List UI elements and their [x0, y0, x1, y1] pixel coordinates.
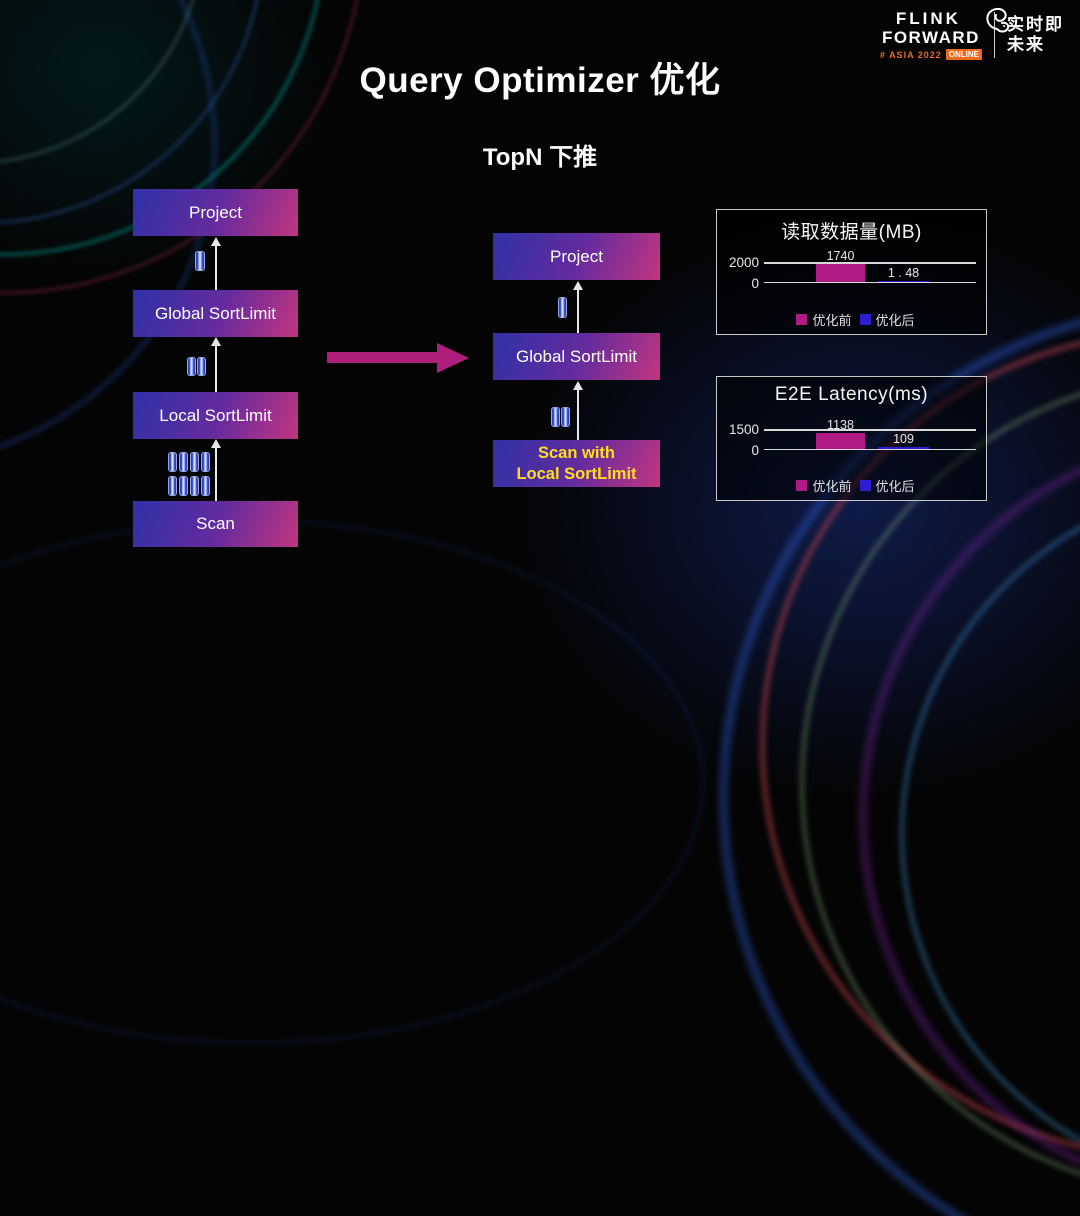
brand-name-line1: FLINK [895, 9, 961, 28]
brand-slogan: 实时即 未来 [1007, 15, 1064, 56]
chart-plot-area: 2000 0 1740 1 . 48 [729, 249, 976, 291]
bar-before-optimization [816, 263, 865, 282]
brand-slogan-line1: 实时即 [1007, 14, 1064, 34]
plan-node-label-line2: Local SortLimit [516, 464, 637, 483]
bar-after-optimization [878, 447, 929, 449]
brand-edition-row: # ASIA 2022 ONLINE [879, 49, 982, 61]
data-chunk-icon [195, 251, 205, 271]
transform-arrow-icon [327, 342, 469, 373]
bar-value-label: 109 [893, 432, 914, 447]
plan-node-label: Scan [196, 514, 235, 533]
plan-node-label: Project [189, 202, 242, 222]
gridline-bottom [764, 448, 976, 450]
flow-arrow-up-icon [211, 439, 221, 501]
data-chunk-icon [197, 357, 206, 376]
data-chunk-icon [168, 476, 177, 496]
background-streak [900, 480, 1080, 1188]
brand-edition-label: # ASIA 2022 [879, 49, 942, 60]
plan-node-global-sortlimit-before: Global SortLimit [133, 290, 298, 337]
chart-read-volume: 读取数据量(MB) 2000 0 1740 1 . 48 优化前 优化后 [716, 209, 987, 335]
y-axis-tick-zero: 0 [751, 276, 759, 291]
slide-subtitle: TopN 下推 [482, 144, 598, 171]
plan-node-label-line1: Scan with [537, 443, 615, 462]
legend-label-before: 优化前 [812, 313, 852, 328]
data-chunk-icon [168, 452, 177, 472]
plan-node-scan-with-local-sortlimit: Scan with Local SortLimit [493, 440, 660, 487]
legend-swatch-before [796, 314, 808, 325]
bar-value-label: 1 . 48 [887, 266, 920, 280]
data-chunk-icon [558, 297, 567, 318]
flink-forward-wordmark: FLINK FORWARD # ASIA 2022 ONLINE [879, 8, 1010, 61]
data-chunk-icon [190, 476, 199, 496]
data-chunk-icon [561, 407, 570, 427]
gridline-bottom [764, 281, 976, 283]
plan-node-label: Local SortLimit [159, 405, 272, 425]
plan-node-project-after: Project [493, 233, 660, 280]
brand-name-line2: FORWARD [881, 27, 980, 47]
chart-e2e-latency: E2E Latency(ms) 1500 0 1138 109 优化前 优化后 [716, 376, 987, 501]
slide-title: Query Optimizer 优化 [359, 61, 721, 100]
data-chunk-icon [179, 452, 188, 472]
plan-node-scan-before: Scan [133, 501, 298, 547]
background-streak [0, 520, 704, 1044]
y-axis-tick-max: 2000 [728, 255, 759, 270]
data-chunk-icon [187, 357, 196, 376]
flow-arrow-up-icon [573, 281, 583, 333]
flink-forward-logo: FLINK FORWARD # ASIA 2022 ONLINE 实时即 未来 [879, 8, 1064, 61]
data-chunk-icon [551, 407, 560, 427]
chart-title: E2E Latency(ms) [774, 384, 929, 405]
plan-node-label: Global SortLimit [155, 303, 276, 323]
bar-value-label: 1740 [826, 248, 855, 263]
bar-value-label: 1138 [827, 418, 854, 433]
data-chunk-icon [201, 476, 210, 496]
data-chunk-icon [179, 476, 188, 496]
chart-plot-area: 1500 0 1138 109 [729, 418, 976, 458]
flow-arrow-up-icon [211, 237, 221, 290]
legend-label-after: 优化后 [875, 313, 915, 328]
data-chunk-icon [190, 452, 199, 472]
chart-title: 读取数据量(MB) [781, 222, 922, 243]
plan-node-global-sortlimit-after: Global SortLimit [493, 333, 660, 380]
plan-node-local-sortlimit-before: Local SortLimit [133, 392, 298, 439]
plan-node-label: Global SortLimit [516, 346, 637, 366]
online-badge: ONLINE [945, 49, 982, 61]
legend-label-before: 优化前 [812, 479, 852, 494]
chart-legend: 优化前 优化后 [717, 310, 986, 329]
plan-node-project-before: Project [133, 189, 298, 236]
brand-slogan-line2: 未来 [1007, 35, 1045, 55]
y-axis-tick-max: 1500 [728, 422, 759, 437]
bar-before-optimization [816, 433, 865, 449]
legend-swatch-before [796, 480, 808, 491]
data-chunk-icon [201, 452, 210, 472]
brand-separator [994, 12, 995, 59]
chart-legend: 优化前 优化后 [717, 476, 986, 495]
background-streak [860, 430, 1080, 1202]
legend-swatch-after [859, 480, 871, 491]
flink-squirrel-icon [976, 4, 1012, 41]
flow-arrow-up-icon [573, 381, 583, 440]
flow-arrow-up-icon [211, 337, 221, 392]
legend-label-after: 优化后 [875, 479, 915, 494]
plan-node-label: Project [550, 246, 603, 266]
y-axis-tick-zero: 0 [751, 443, 759, 458]
bar-after-optimization [878, 281, 929, 282]
legend-swatch-after [859, 314, 871, 325]
plan-node-label: Scan with Local SortLimit [516, 443, 636, 484]
